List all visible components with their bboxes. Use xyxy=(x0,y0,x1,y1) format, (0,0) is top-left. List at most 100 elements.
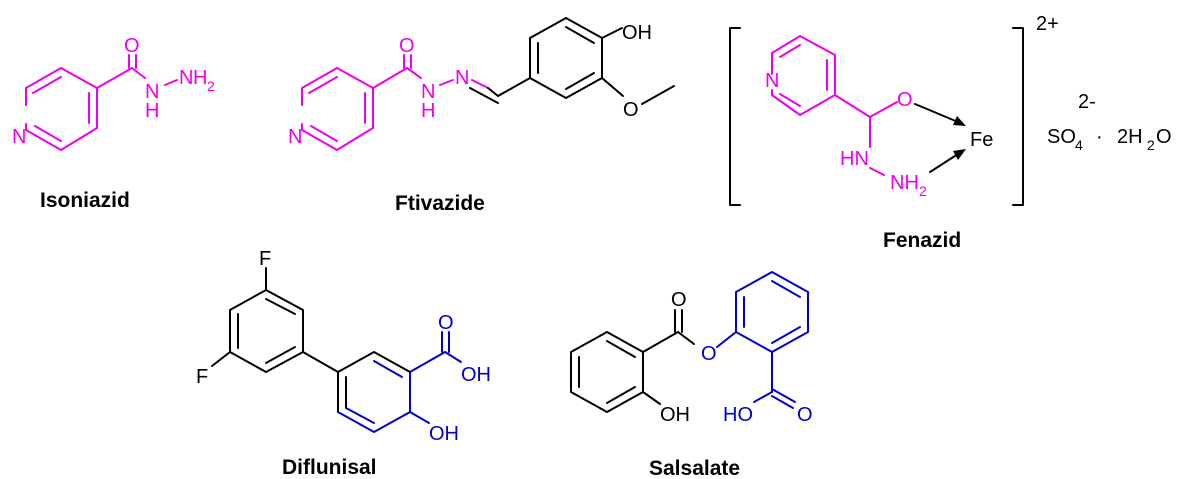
ftivazide-ring-double xyxy=(310,125,338,142)
fenazid-o-fe-arrow xyxy=(914,103,959,123)
isoniazid-bond xyxy=(96,67,133,89)
diflunisal-ring-bonds xyxy=(337,351,411,413)
isoniazid-atom-ring-n: N xyxy=(12,126,26,148)
salsalate-ring-double xyxy=(606,340,636,358)
ftivazide-atom-h1: H xyxy=(421,100,435,122)
fenazid-bond xyxy=(834,94,871,118)
diflunisal-label: Diflunisal xyxy=(282,456,377,479)
hydrate-formula: 2H xyxy=(1117,126,1143,148)
isoniazid-ring-bond xyxy=(25,67,62,89)
diflunisal-ring-bonds-blue xyxy=(337,371,411,433)
ftivazide-atom-o: O xyxy=(399,35,415,57)
isoniazid-ring-double xyxy=(34,125,62,142)
fenazid-atom-fe: Fe xyxy=(970,129,993,151)
diflunisal-carboxyl-bond xyxy=(409,351,446,373)
salsalate-atom-ho: HO xyxy=(723,404,753,426)
ftivazide-ring-double xyxy=(565,72,595,90)
fenazid-structure: 2+ N O Fe HN NH 2 2- SO 4 · 2H 2 O Fenaz… xyxy=(729,13,1172,252)
salsalate-phenol-bond xyxy=(642,391,661,405)
salsalate-structure: O OH O HO O Salsalate xyxy=(570,271,813,479)
hydrate-subscript: 2 xyxy=(1147,137,1155,153)
ftivazide-atom-ring-n: N xyxy=(288,126,302,148)
salsalate-ester-o-bond xyxy=(677,331,695,345)
fenazid-label: Fenazid xyxy=(883,229,961,252)
salsalate-ester-bond xyxy=(642,331,679,353)
isoniazid-ring-bonds xyxy=(25,67,98,151)
sulfate-subscript: 4 xyxy=(1075,137,1083,153)
diflunisal-atom-f2: F xyxy=(196,366,208,388)
hydrate-dot: · xyxy=(1096,126,1103,148)
diflunisal-oh-bond xyxy=(444,351,462,363)
fenazid-arrowhead xyxy=(953,149,966,160)
diflunisal-f2-bond xyxy=(211,351,231,367)
salsalate-co-bond xyxy=(771,395,794,409)
isoniazid-atom-n1: N xyxy=(145,81,159,103)
fenazid-n-fe-arrow xyxy=(929,153,959,173)
ftivazide-bond xyxy=(372,67,408,89)
fenazid-pyridine-ring xyxy=(771,35,836,116)
diflunisal-structure: F F O OH OH Diflunisal xyxy=(196,248,491,479)
fenazid-ring-double xyxy=(779,93,801,107)
fenazid-co-bond xyxy=(869,101,898,118)
diflunisal-ring-bonds xyxy=(229,289,304,373)
salsalate-oh-bond xyxy=(753,391,773,403)
diflunisal-salicylic-ring xyxy=(337,351,411,433)
diflunisal-ring-double xyxy=(345,407,375,424)
ftivazide-ring-bonds xyxy=(529,17,603,99)
isoniazid-pyridine-ring xyxy=(25,67,98,151)
diflunisal-phenol-bond xyxy=(409,411,430,424)
fenazid-ring-bonds xyxy=(771,35,836,116)
diflunisal-ring-double xyxy=(265,346,296,364)
ftivazide-ring-double xyxy=(565,26,595,44)
isoniazid-ring-double xyxy=(32,76,62,94)
salsalate-co-bond xyxy=(771,388,796,403)
fenazid-left-bracket xyxy=(729,27,741,206)
ftivazide-benzene-ring xyxy=(529,17,603,99)
salsalate-label: Salsalate xyxy=(649,457,740,479)
salsalate-right-ring xyxy=(735,271,809,353)
diflunisal-atom-o: O xyxy=(438,312,454,334)
isoniazid-atom-n2: N xyxy=(179,67,193,89)
diflunisal-atom-f1: F xyxy=(259,248,271,270)
ftivazide-imine-bond xyxy=(487,87,499,97)
ftivazide-atom-oh: OH xyxy=(622,22,652,44)
fenazid-atom-nh: NH xyxy=(890,172,919,194)
salsalate-atom-o2: O xyxy=(701,343,717,365)
salsalate-left-ring xyxy=(570,331,644,413)
diflunisal-atom-oh2: OH xyxy=(429,423,459,445)
hydrate-oxygen: O xyxy=(1156,126,1172,148)
ftivazide-ring-bonds xyxy=(301,67,374,151)
isoniazid-bond xyxy=(164,79,178,86)
isoniazid-label: Isoniazid xyxy=(40,189,130,212)
isoniazid-atom-o: O xyxy=(124,35,140,57)
ftivazide-bond xyxy=(439,79,454,86)
fenazid-atom-ring-n: N xyxy=(765,70,779,92)
salsalate-atom-o3: O xyxy=(797,404,813,426)
salsalate-atom-o1: O xyxy=(671,289,687,311)
isoniazid-bond xyxy=(131,67,146,79)
ftivazide-atom-ome: O xyxy=(623,99,639,121)
salsalate-ring-double xyxy=(771,280,801,298)
sulfate-charge: 2- xyxy=(1078,91,1096,113)
ftivazide-imine-bond xyxy=(471,79,489,89)
ftivazide-structure: O N H N N OH O Ftivazide xyxy=(288,17,675,215)
ftivazide-pyridine-ring xyxy=(301,67,374,151)
ftivazide-atom-n1: N xyxy=(421,81,435,103)
fenazid-charge: 2+ xyxy=(1036,13,1059,35)
salsalate-atom-oh1: OH xyxy=(660,404,690,426)
fenazid-arrowhead xyxy=(953,116,966,126)
ftivazide-ome-bond xyxy=(601,77,624,97)
isoniazid-atom-h1: H xyxy=(145,100,159,122)
diflunisal-ring-double xyxy=(373,360,403,378)
salsalate-ring-bonds xyxy=(735,271,809,353)
fenazid-atom-nh-subscript: 2 xyxy=(919,183,927,199)
isoniazid-structure: O N H N H 2 N Isoniazid xyxy=(12,35,215,212)
ftivazide-label: Ftivazide xyxy=(395,192,485,215)
ftivazide-ring-double xyxy=(308,76,338,94)
ftivazide-methyl-bond xyxy=(641,85,675,105)
fenazid-ring-double xyxy=(779,44,801,58)
ftivazide-atom-n2: N xyxy=(455,67,469,89)
ftivazide-bond xyxy=(497,77,531,97)
